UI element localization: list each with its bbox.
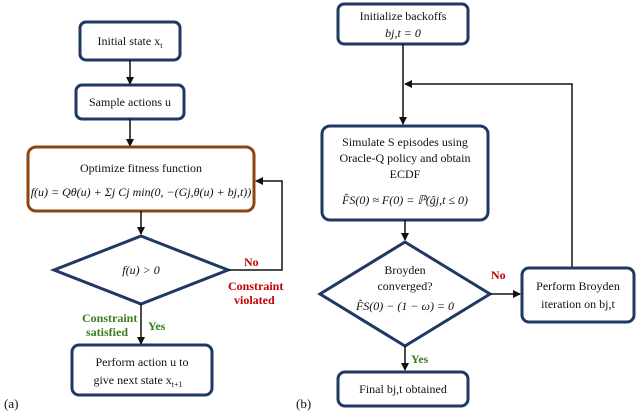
optimize-fitness-box: [26, 145, 256, 213]
broyden-line-1: Broyden: [384, 263, 425, 277]
constraint-violated-label-2: violated: [234, 293, 275, 307]
simulate-line-1: Simulate S episodes using: [342, 135, 468, 149]
perform-action-box: [70, 343, 214, 397]
optimize-formula: f(u) = Qθ(u) + Σj Cj min(0, −(Gj,θ(u) + …: [31, 185, 252, 199]
broyden-formula: F̂S(0) − (1 − ω) = 0: [355, 299, 454, 313]
final-box: [336, 370, 470, 408]
arrow-loop-back: [404, 80, 573, 268]
decision-label: f(u) > 0: [122, 263, 159, 277]
panel-b: Initialize backoffs bj,t = 0 Simulate S …: [296, 2, 636, 411]
yes-label-a: Yes: [148, 319, 166, 333]
panel-a-label: (a): [4, 396, 18, 411]
iteration-line-1: Perform Broyden: [536, 279, 620, 293]
iteration-line-2: iteration on bj,t: [541, 297, 615, 311]
broyden-line-2: converged?: [377, 279, 432, 293]
perform-action-line-1: Perform action u to: [96, 355, 189, 369]
perform-action-line-2: give next state xt+1: [93, 373, 182, 389]
arrow-no-loop: [228, 177, 283, 271]
optimize-title: Optimize fitness function: [80, 161, 202, 175]
simulate-formula: F̂S(0) ≈ F(0) = ℙ(ĝj,t ≤ 0): [341, 193, 468, 207]
simulate-line-2: Oracle-Q policy and obtain: [340, 151, 471, 165]
sample-actions-label: Sample actions u: [89, 95, 171, 109]
constraint-violated-label-1: Constraint: [228, 279, 283, 293]
no-label-a: No: [244, 255, 259, 269]
simulate-line-3: ECDF: [390, 167, 421, 181]
yes-label-b: Yes: [411, 352, 429, 366]
panel-b-label: (b): [296, 396, 311, 411]
no-label-b: No: [491, 268, 506, 282]
constraint-satisfied-label-2: satisfied: [86, 325, 128, 339]
broyden-diamond: [317, 240, 493, 348]
constraint-satisfied-label-1: Constraint: [82, 311, 137, 325]
final-label: Final bj,t obtained: [359, 382, 447, 396]
initialize-line-1: Initialize backoffs: [360, 9, 447, 23]
broyden-iteration-box: [520, 266, 636, 324]
initial-state-label: Initial state xt: [98, 34, 164, 50]
initialize-line-2: bj,t = 0: [385, 26, 421, 40]
panel-a: Initial state xt Sample actions u Optimi…: [4, 20, 283, 411]
